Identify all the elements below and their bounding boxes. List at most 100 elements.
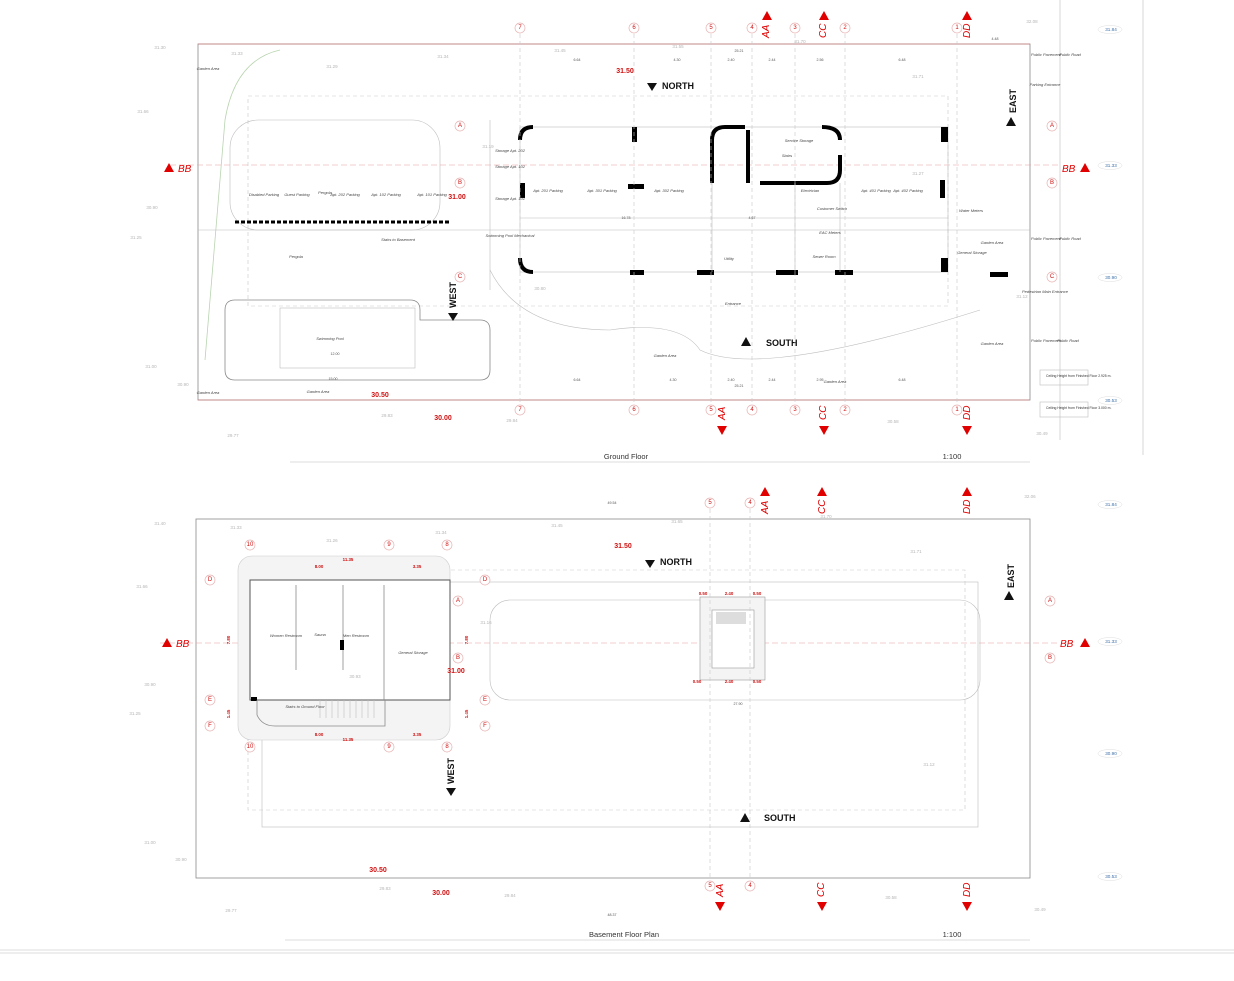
spot-level-label: 29.77: [227, 433, 239, 438]
site-level-label: 31.33: [1105, 163, 1117, 168]
spot-level-label: 30.58: [887, 419, 899, 424]
building-wall: [518, 125, 534, 141]
spot-level-label: 31.71: [910, 549, 922, 554]
room-label: Storage Apt. 102: [495, 164, 526, 169]
spot-level-label: 31.26: [326, 538, 338, 543]
grid-bubble-4: 4: [746, 404, 758, 416]
section-arrow-icon: [164, 163, 174, 172]
level-tag: [1097, 500, 1123, 509]
spot-level-label: 30.90: [175, 857, 187, 862]
building-outline: [519, 126, 949, 273]
grid-bubble-6: 6: [628, 22, 640, 34]
svg-text:3: 3: [793, 407, 797, 413]
dimension-label: 7.80: [226, 635, 231, 644]
grid-bubble-A: A: [1044, 595, 1056, 607]
spot-level-label: 31.33: [230, 525, 242, 530]
spot-level-label: 29.84: [506, 418, 518, 423]
room-label: Utility: [724, 256, 735, 261]
south-marker: SOUTH: [740, 813, 796, 823]
grid-bubble-D: D: [204, 574, 216, 586]
room-label: Entrance: [725, 301, 742, 306]
spot-level-label: 31.16: [480, 620, 492, 625]
dimension-label: 3.35: [413, 732, 422, 737]
svg-text:C: C: [458, 274, 463, 280]
spot-level-label: 31.45: [554, 48, 566, 53]
drawing-scale: 1:100: [943, 452, 962, 461]
east-arrow-icon: [1006, 117, 1016, 126]
section-arrow-icon: [817, 487, 827, 496]
column: [630, 270, 644, 275]
column: [251, 697, 257, 701]
spot-level-label: 30.90: [146, 205, 158, 210]
svg-text:8: 8: [445, 744, 449, 750]
dimension-label: 12.00: [331, 352, 340, 356]
dimension-label: 2.40: [725, 679, 734, 684]
grid-bubble-B: B: [1046, 177, 1058, 189]
east-label: EAST: [1006, 563, 1016, 588]
elevator-cab: [716, 612, 746, 624]
svg-text:E: E: [208, 697, 212, 703]
section-label: CC: [816, 882, 827, 897]
dimension-label: 4.30: [670, 378, 677, 382]
svg-text:A: A: [456, 598, 460, 604]
svg-text:B: B: [458, 180, 462, 186]
site-level-label: 30.53: [1105, 874, 1117, 879]
svg-text:10: 10: [247, 542, 254, 548]
room-label: Swimming Pool Mechanical: [486, 233, 535, 238]
section-arrow-icon: [962, 487, 972, 496]
site-level-label: 30.90: [1105, 751, 1117, 756]
spot-level-label: 29.77: [225, 908, 237, 913]
svg-text:9: 9: [387, 744, 391, 750]
spot-level-label: 31.33: [231, 51, 243, 56]
section-label: BB: [176, 639, 190, 650]
room-label: Disabled Parking: [249, 192, 280, 197]
room-label: Garden Area: [654, 353, 678, 358]
svg-text:4: 4: [750, 25, 754, 31]
svg-text:5: 5: [709, 25, 713, 31]
grid-bubble-3: 3: [789, 404, 801, 416]
svg-text:9: 9: [387, 542, 391, 548]
spot-level-label: 31.70: [820, 514, 832, 519]
dimension-label: 2.40: [728, 378, 735, 382]
dimension-label: 4.30: [674, 58, 681, 62]
spot-level-label: 30.49: [1036, 431, 1048, 436]
basement-labels: Basement Floor Plan 1:100 NORTH SOUTH WE…: [162, 487, 1090, 939]
spot-level-label: 31.29: [326, 64, 338, 69]
dimension-label: 4.48: [992, 37, 999, 41]
section-marker-bb-left: BB: [164, 163, 192, 175]
level-marker: 31.00: [448, 194, 466, 201]
spot-level-label: 31.66: [137, 109, 149, 114]
spot-level-label: 30.90: [177, 382, 189, 387]
spot-level-label: 31.66: [136, 584, 148, 589]
column: [520, 183, 525, 198]
section-label: CC: [818, 23, 829, 38]
north-arrow-icon: [645, 560, 655, 568]
section-label: DD: [962, 883, 973, 897]
room-label: Sewer Room: [812, 254, 836, 259]
grid-bubble-1: 1: [951, 404, 963, 416]
column: [835, 270, 853, 275]
dimension-label: 1.45: [464, 709, 469, 718]
section-arrow-icon: [1080, 638, 1090, 647]
section-marker-aa-top: AA: [760, 487, 771, 515]
section-label: DD: [962, 406, 973, 420]
grid-bubble-D: D: [479, 574, 491, 586]
room-label: Apt. 102 Parking: [370, 192, 401, 197]
dimension-label: 2.40: [728, 58, 735, 62]
room-label: Garden Area: [197, 390, 221, 395]
svg-text:5: 5: [708, 883, 712, 889]
dimension-label: 3.35: [413, 564, 422, 569]
dimension-label: 0.50: [753, 679, 762, 684]
dimension-label: 2.95: [817, 378, 824, 382]
svg-text:1: 1: [955, 25, 959, 31]
section-label: BB: [1060, 639, 1074, 650]
south-label: SOUTH: [764, 813, 796, 823]
dimension-label: 25.21: [735, 49, 744, 53]
svg-text:4: 4: [748, 500, 752, 506]
room-label: Storage Apt. 202: [495, 148, 526, 153]
level-tag: [1097, 273, 1123, 282]
spot-level-label: 31.34: [437, 54, 449, 59]
east-arrow-icon: [1004, 591, 1014, 600]
grid-bubble-2: 2: [839, 404, 851, 416]
level-tag: [1097, 25, 1123, 34]
